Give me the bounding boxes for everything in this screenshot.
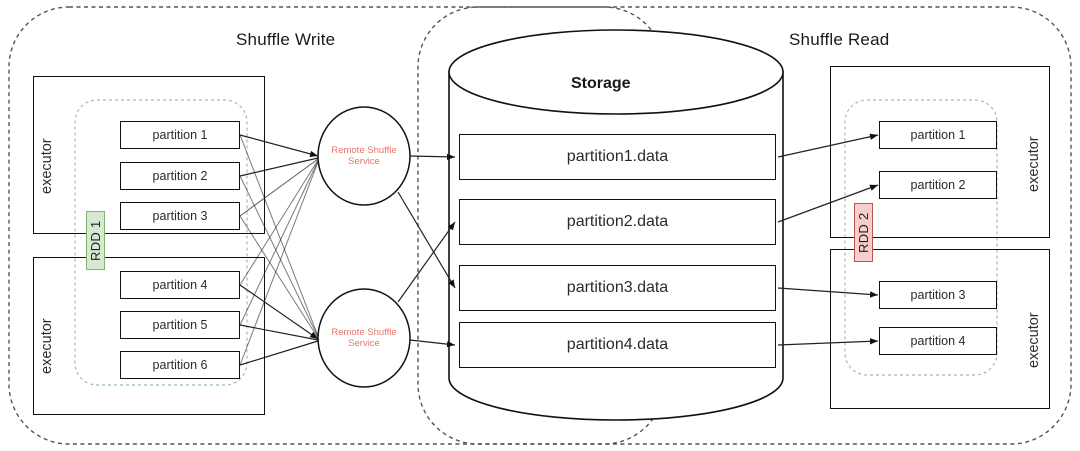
read-partition-2[interactable]: partition 2 <box>879 171 997 199</box>
read-partition-1[interactable]: partition 1 <box>879 121 997 149</box>
rdd1-dashed-group <box>74 99 248 386</box>
storage-file-partition3[interactable]: partition3.data <box>459 265 776 311</box>
write-executor-bottom[interactable] <box>33 257 265 415</box>
rdd1-tag: RDD 1 <box>86 211 105 270</box>
read-executor-bottom[interactable] <box>830 249 1050 409</box>
read-partition-3[interactable]: partition 3 <box>879 281 997 309</box>
rdd2-dashed-group <box>844 99 998 376</box>
read-partition-4[interactable]: partition 4 <box>879 327 997 355</box>
remote-shuffle-service-1-shape[interactable] <box>317 106 411 206</box>
read-executor-top[interactable] <box>830 66 1050 238</box>
write-arrows-to-rss2 <box>239 134 319 366</box>
rdd2-tag: RDD 2 <box>854 203 873 262</box>
rss-to-storage-arrows <box>397 153 456 348</box>
write-partition-5[interactable]: partition 5 <box>120 311 240 339</box>
storage-file-partition2[interactable]: partition2.data <box>459 199 776 245</box>
storage-file-partition4[interactable]: partition4.data <box>459 322 776 368</box>
remote-shuffle-service-2-shape[interactable] <box>317 288 411 388</box>
read-executor-top-label: executor <box>1026 136 1042 192</box>
read-executor-bottom-label: executor <box>1026 312 1042 368</box>
write-executor-top[interactable] <box>33 76 265 234</box>
write-partition-6[interactable]: partition 6 <box>120 351 240 379</box>
write-executor-top-label: executor <box>39 138 55 194</box>
storage-to-read-arrows <box>777 133 879 346</box>
write-partition-1[interactable]: partition 1 <box>120 121 240 149</box>
storage-file-partition1[interactable]: partition1.data <box>459 134 776 180</box>
write-partition-2[interactable]: partition 2 <box>120 162 240 190</box>
write-arrows-to-rss1 <box>239 134 319 366</box>
write-executor-bottom-label: executor <box>39 318 55 374</box>
write-partition-4[interactable]: partition 4 <box>120 271 240 299</box>
write-partition-3[interactable]: partition 3 <box>120 202 240 230</box>
